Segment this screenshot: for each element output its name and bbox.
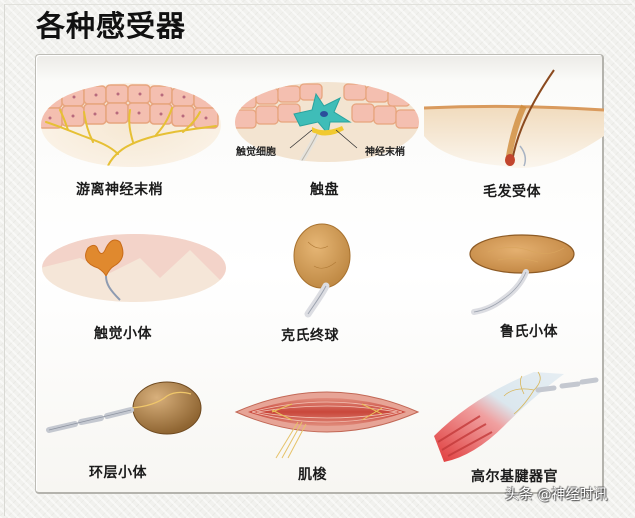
outer-frame [4,4,632,516]
receptor-label-free-nerve-endings: 游离神经末梢 [76,182,163,198]
page-title: 各种感受器 [36,9,187,43]
callout-nerve-ending: 神经末梢 [365,147,405,158]
free-nerve-endings-illustration [38,82,228,172]
callout-tactile-cell: 触觉细胞 [236,147,276,158]
receptor-label-krause-end-bulb: 克氏终球 [281,328,339,344]
golgi-tendon-organ-illustration [434,366,604,466]
receptor-label-muscle-spindle: 肌梭 [298,467,327,483]
pacinian-corpuscle-illustration [45,378,205,438]
receptor-label-golgi-tendon-organ: 高尔基腱器官 [471,469,558,485]
receptor-label-hair-receptor: 毛发受体 [483,184,541,200]
receptor-label-merkel-disc: 触盘 [310,182,339,198]
krause-end-bulb-illustration [288,222,358,322]
hair-receptor-illustration [424,66,604,176]
ruffini-corpuscle-illustration [468,230,578,320]
muscle-spindle-illustration [232,372,422,462]
receptor-label-ruffini-corpuscle: 鲁氏小体 [500,324,558,340]
watermark: 头条 @神经时讯 [505,487,608,503]
receptor-label-pacinian-corpuscle: 环层小体 [89,465,147,481]
receptor-label-meissner-corpuscle: 触觉小体 [94,326,152,342]
meissner-corpuscle-illustration [40,228,228,308]
merkel-disc-illustration [232,82,422,172]
